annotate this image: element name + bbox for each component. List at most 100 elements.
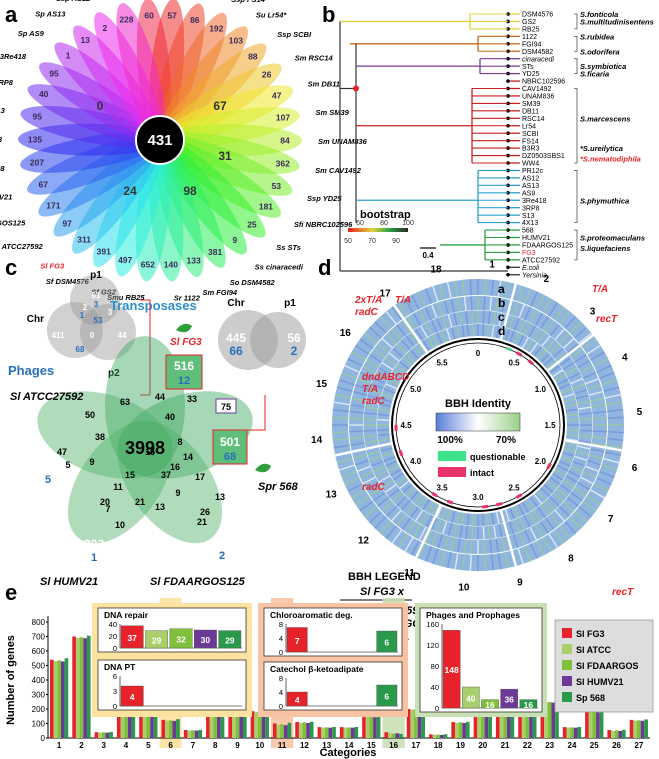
inner-count: 0 <box>97 99 104 113</box>
petal-count: 95 <box>33 111 43 121</box>
ring-stripe <box>565 408 578 412</box>
x-tick: 16 <box>389 741 398 750</box>
species-label: S.rubidea <box>580 32 614 41</box>
y-tick: 0 <box>41 734 46 743</box>
venn-p1b <box>250 312 306 368</box>
legend-swatch <box>562 660 572 670</box>
ring-stripe <box>368 455 382 462</box>
ring-stripe <box>497 280 502 297</box>
core-count: 431 <box>147 132 172 149</box>
species-label: S.symbiotica <box>580 62 626 71</box>
ring-stripe <box>437 302 444 316</box>
ring-stripe <box>570 465 583 473</box>
ring-stripe <box>577 400 591 405</box>
ring-stripe <box>391 509 402 522</box>
ring-letter: a <box>498 282 505 296</box>
tree-node <box>506 79 510 83</box>
bar-Sp-568 <box>332 726 336 738</box>
ring-stripe <box>424 306 432 321</box>
bar-Sp-568 <box>399 733 403 738</box>
flower-number: 26 <box>200 507 210 517</box>
inner-count: 67 <box>213 99 227 113</box>
ring-stripe <box>587 459 601 466</box>
ring-stripe <box>370 383 384 390</box>
ring-stripe <box>521 501 530 513</box>
ring-stripe <box>582 471 597 479</box>
ring-stripe <box>549 343 560 354</box>
petal-count: 13 <box>80 35 90 45</box>
bootstrap-tick: 100 <box>402 220 414 227</box>
ring-stripe <box>377 428 390 431</box>
x-tick: 23 <box>545 741 554 750</box>
bar-Sl-HUMV21 <box>506 713 511 738</box>
ring-stripe <box>347 358 363 367</box>
ring-stripe <box>425 288 433 304</box>
bar-Sl-FDAARGOS <box>347 727 351 738</box>
ring-stripe <box>513 332 520 344</box>
ring-stripe <box>332 437 349 441</box>
tree-leaf: 4X13 <box>522 220 538 227</box>
ring-stripe <box>566 496 579 507</box>
clade-bracket <box>574 58 578 74</box>
ring-stripe <box>591 442 606 446</box>
ring-stripe <box>417 543 426 559</box>
inset-bar-value: 29 <box>225 635 235 645</box>
ring-gap <box>499 509 517 567</box>
ring-stripe <box>533 493 543 504</box>
bar-Sl-ATCC <box>165 720 169 738</box>
ring-stripe <box>422 339 431 351</box>
ring-stripe <box>562 338 575 349</box>
petal-count: 86 <box>190 15 200 25</box>
bar-Sl-ATCC <box>521 711 526 738</box>
bar-Sl-FDAARGOS <box>547 702 552 738</box>
ring-stripe <box>530 543 539 559</box>
petal-strain: Sr 1122 <box>174 293 201 302</box>
bar-Sp-568 <box>198 729 203 738</box>
connector <box>140 299 151 396</box>
venn2-value: 56 <box>287 331 301 345</box>
bar-Sl-FDAARGOS <box>480 700 485 738</box>
bar-Sl-ATCC <box>298 722 303 738</box>
ring-stripe <box>431 304 438 318</box>
flower-outer: 202 <box>84 537 104 551</box>
bar-Sl-FDAARGOS <box>458 722 463 738</box>
ring-stripe <box>387 378 400 386</box>
y-tick: 200 <box>32 705 46 714</box>
inset-bar-value: 16 <box>485 700 495 710</box>
ring-stripe <box>441 330 447 343</box>
venn2-left: Chr <box>227 298 244 309</box>
leaf-icon <box>255 463 271 473</box>
ring-stripe <box>369 487 382 496</box>
ring-stripe <box>351 397 366 402</box>
venn-value: 53 <box>94 316 103 325</box>
ring-stripe <box>351 489 366 499</box>
ring-stripe <box>369 511 382 524</box>
region-number: 14 <box>311 435 323 446</box>
ring-stripe <box>590 448 605 453</box>
petal-strain: Sf GS2 <box>91 288 116 297</box>
inner-count: 24 <box>123 184 137 198</box>
x-tick: 21 <box>501 741 510 750</box>
bar-Sl-FDAARGOS <box>391 733 396 738</box>
ring-stripe <box>569 321 582 334</box>
identity-high: 70% <box>496 435 516 446</box>
ring-stripe <box>446 509 452 522</box>
inset-tick: 120 <box>426 641 439 650</box>
annotation: recT <box>612 587 634 598</box>
ring-stripe <box>483 296 486 311</box>
bar-Sl-HUMV21 <box>551 702 556 738</box>
ring-stripe <box>469 554 472 571</box>
x-label: Categories <box>320 747 377 759</box>
tree-node <box>506 272 510 277</box>
tree-leaf: 1122 <box>522 34 537 41</box>
ring-stripe <box>549 365 561 374</box>
ring-stripe <box>565 438 578 442</box>
ring-stripe <box>606 401 623 406</box>
x-tick: 24 <box>568 741 577 750</box>
petal-count: 207 <box>30 157 44 167</box>
legend-label: Sl FG3 <box>576 629 605 639</box>
ring-stripe <box>349 410 364 414</box>
inset-bar <box>193 629 217 649</box>
box-value: 516 <box>174 359 194 373</box>
petal-count: 497 <box>118 255 132 265</box>
